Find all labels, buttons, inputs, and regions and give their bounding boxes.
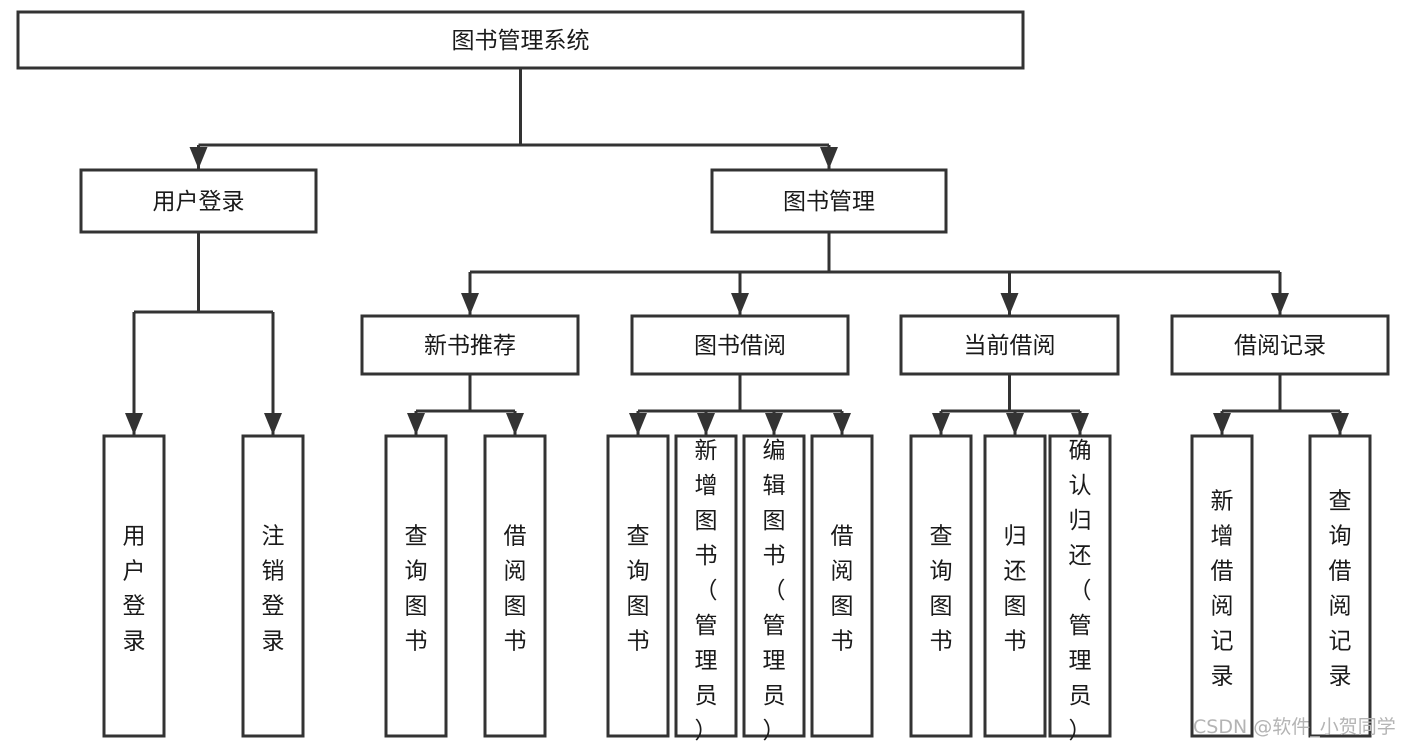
node-box bbox=[1308, 434, 1372, 738]
node-box bbox=[483, 434, 547, 738]
node-leaf-logout[interactable]: 注销登录 bbox=[241, 434, 305, 738]
node-leaf-query-record[interactable]: 查询借阅记录 bbox=[1308, 434, 1372, 738]
node-new-book-rec[interactable]: 新书推荐 bbox=[360, 314, 580, 376]
node-box bbox=[102, 434, 166, 738]
node-borrow-record[interactable]: 借阅记录 bbox=[1170, 314, 1390, 376]
node-box bbox=[606, 434, 670, 738]
node-leaf-add-record[interactable]: 新增借阅记录 bbox=[1190, 434, 1254, 738]
node-box bbox=[1190, 434, 1254, 738]
node-box bbox=[674, 434, 738, 738]
node-box bbox=[909, 434, 973, 738]
node-box bbox=[742, 434, 806, 738]
arrow-head-icon bbox=[731, 293, 749, 315]
node-box bbox=[983, 434, 1047, 738]
connector-layer bbox=[125, 68, 1349, 435]
node-box bbox=[710, 168, 948, 234]
node-label: 新增借阅记录 bbox=[1211, 488, 1234, 689]
arrow-head-icon bbox=[1331, 413, 1349, 435]
node-box bbox=[241, 434, 305, 738]
arrow-head-icon bbox=[1071, 413, 1089, 435]
node-label: 归还图书 bbox=[1004, 523, 1027, 654]
node-box bbox=[16, 10, 1025, 70]
node-leaf-add-book[interactable]: 新增图书（管理员） bbox=[674, 434, 738, 744]
node-label: 编辑图书（管理员） bbox=[763, 438, 786, 744]
node-leaf-borrow-book-2[interactable]: 借阅图书 bbox=[810, 434, 874, 738]
node-label: 查询借阅记录 bbox=[1329, 488, 1352, 689]
node-label: 借阅图书 bbox=[504, 523, 527, 654]
arrow-head-icon bbox=[1000, 293, 1019, 315]
node-layer: 图书管理系统用户登录图书管理新书推荐图书借阅当前借阅借阅记录用户登录注销登录查询… bbox=[16, 10, 1390, 744]
node-box bbox=[360, 314, 580, 376]
node-label: 用户登录 bbox=[153, 189, 245, 215]
node-user-login[interactable]: 用户登录 bbox=[79, 168, 318, 234]
node-leaf-query-book-1[interactable]: 查询图书 bbox=[384, 434, 448, 738]
arrow-head-icon bbox=[189, 147, 208, 169]
node-label: 确认归还（管理员） bbox=[1069, 438, 1092, 744]
node-label: 新增图书（管理员） bbox=[695, 438, 718, 744]
node-leaf-return-book[interactable]: 归还图书 bbox=[983, 434, 1047, 738]
node-leaf-user-login[interactable]: 用户登录 bbox=[102, 434, 166, 738]
node-label: 查询图书 bbox=[627, 523, 650, 654]
arrow-head-icon bbox=[1213, 413, 1231, 435]
node-label: 图书管理 bbox=[783, 189, 875, 215]
node-leaf-query-book-2[interactable]: 查询图书 bbox=[606, 434, 670, 738]
node-book-borrow[interactable]: 图书借阅 bbox=[630, 314, 850, 376]
arrow-head-icon bbox=[407, 413, 425, 435]
node-box bbox=[1170, 314, 1390, 376]
node-label: 借阅图书 bbox=[831, 523, 854, 654]
node-leaf-borrow-book-1[interactable]: 借阅图书 bbox=[483, 434, 547, 738]
arrow-head-icon bbox=[629, 413, 647, 435]
node-label: 图书管理系统 bbox=[452, 28, 590, 54]
node-leaf-confirm-return[interactable]: 确认归还（管理员） bbox=[1048, 434, 1112, 744]
arrow-head-icon bbox=[506, 413, 524, 435]
node-label: 查询图书 bbox=[405, 523, 428, 654]
arrow-head-icon bbox=[833, 413, 851, 435]
arrow-head-icon bbox=[932, 413, 950, 435]
node-leaf-query-book-3[interactable]: 查询图书 bbox=[909, 434, 973, 738]
arrow-head-icon bbox=[461, 293, 479, 315]
node-label: 查询图书 bbox=[930, 523, 953, 654]
node-label: 新书推荐 bbox=[424, 333, 516, 359]
arrow-head-icon bbox=[125, 413, 143, 435]
node-root[interactable]: 图书管理系统 bbox=[16, 10, 1025, 70]
node-box bbox=[899, 314, 1120, 376]
arrow-head-icon bbox=[697, 413, 715, 435]
node-label: 用户登录 bbox=[123, 523, 146, 654]
arrow-head-icon bbox=[765, 413, 783, 435]
node-label: 注销登录 bbox=[262, 523, 285, 654]
node-box bbox=[79, 168, 318, 234]
node-leaf-edit-book[interactable]: 编辑图书（管理员） bbox=[742, 434, 806, 744]
node-label: 当前借阅 bbox=[964, 333, 1056, 359]
arrow-head-icon bbox=[1006, 413, 1024, 435]
node-box bbox=[810, 434, 874, 738]
node-box bbox=[384, 434, 448, 738]
arrow-head-icon bbox=[820, 147, 838, 169]
arrow-head-icon bbox=[1271, 293, 1289, 315]
node-box bbox=[630, 314, 850, 376]
node-label: 借阅记录 bbox=[1234, 333, 1326, 359]
node-label: 图书借阅 bbox=[694, 333, 786, 359]
arrow-head-icon bbox=[264, 413, 282, 435]
node-book-manage[interactable]: 图书管理 bbox=[710, 168, 948, 234]
csdn-watermark: CSDN @软件_小贺同学 bbox=[1193, 716, 1396, 738]
node-box bbox=[1048, 434, 1112, 738]
node-current-borrow[interactable]: 当前借阅 bbox=[899, 314, 1120, 376]
